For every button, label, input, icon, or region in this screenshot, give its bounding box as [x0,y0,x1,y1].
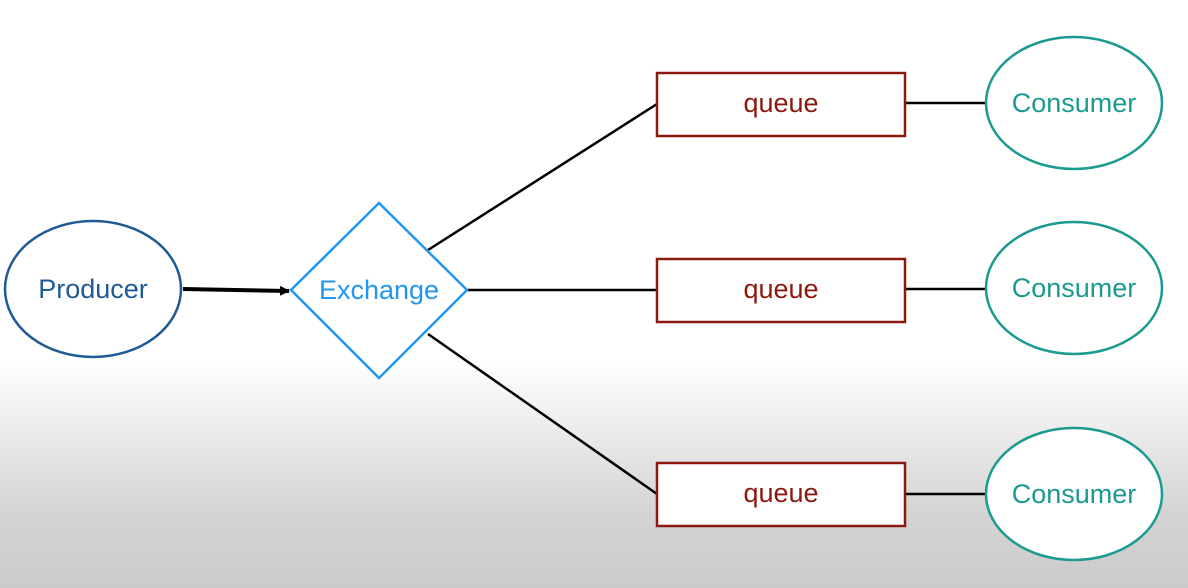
consumer-ellipse [984,426,1164,562]
consumer-node[interactable]: Consumer [984,426,1164,562]
consumer-ellipse [984,220,1164,356]
queue-box [655,257,907,324]
queue-box [655,461,907,528]
exchange-diamond [289,201,469,380]
consumer-label: Consumer [1012,273,1137,303]
producer-label: Producer [38,274,148,304]
edge-exchange-queue-3 [427,332,658,496]
queue-label: queue [743,274,818,304]
queue-node[interactable]: queue [655,71,907,138]
consumer-ellipse [984,35,1164,171]
queue-box [655,71,907,138]
exchange-label: Exchange [319,275,439,305]
producer-node[interactable]: Producer [3,219,183,359]
consumer-node[interactable]: Consumer [984,220,1164,356]
consumer-label: Consumer [1012,88,1137,118]
consumer-node[interactable]: Consumer [984,35,1164,171]
queue-node[interactable]: queue [655,257,907,324]
exchange-node[interactable]: Exchange [289,201,469,380]
queue-label: queue [743,88,818,118]
queue-node[interactable]: queue [655,461,907,528]
queue-label: queue [743,478,818,508]
edge-producer-exchange [182,285,290,296]
consumer-label: Consumer [1012,479,1137,509]
producer-ellipse [3,219,183,359]
edge-exchange-queue-1 [427,102,658,252]
